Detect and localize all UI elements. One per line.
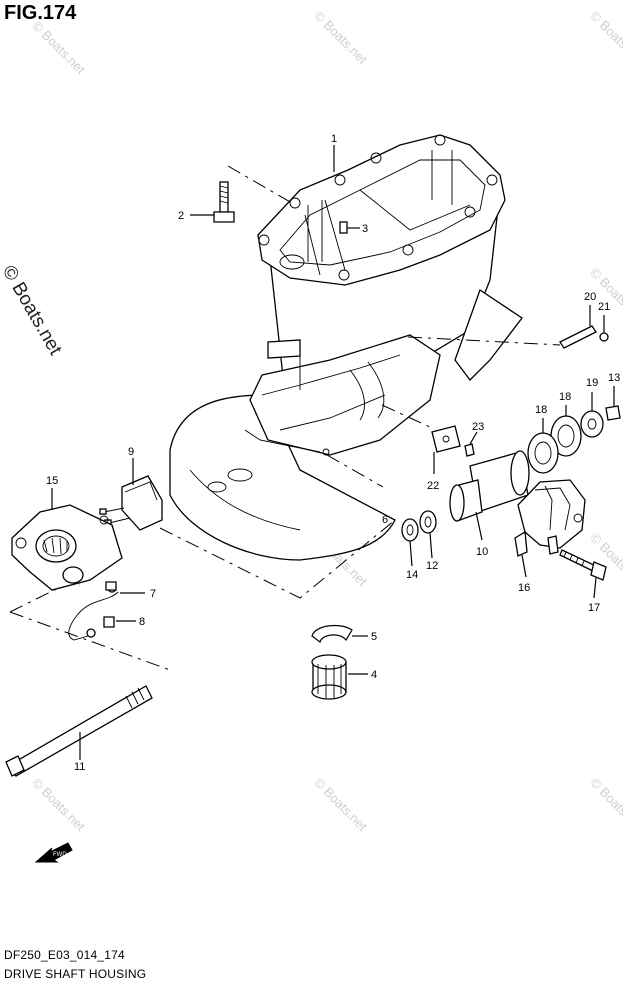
clamp-part-15 [11,504,123,591]
callout-2: 2 [178,210,184,222]
bolt-part-2 [213,181,235,223]
callout-3: 3 [362,223,368,235]
mount-cover-part-16 [514,479,586,557]
screw-part-7 [105,581,117,591]
callout-9: 9 [128,446,134,458]
callout-1: 1 [331,133,337,145]
fwd-arrow-icon: FWD [34,842,73,863]
figure-code: DF250_E03_014_174 [4,948,125,962]
plate-part-22 [431,425,461,453]
callout-6: 6 [382,514,388,526]
mount-rubber-part-10 [449,450,530,522]
nut-part-13 [605,405,621,421]
washer-part-14 [401,518,419,542]
callout-10: 10 [476,546,488,558]
callout-4: 4 [371,669,377,681]
stud-bolt-part-11 [5,685,153,777]
callout-21: 21 [598,301,610,313]
cushion-part-18b [527,432,559,474]
callout-14: 14 [406,569,418,581]
callout-8: 8 [139,616,145,628]
callout-13: 13 [608,372,620,384]
bolt-part-17 [559,549,607,581]
callout-16: 16 [518,582,530,594]
callout-20: 20 [584,291,596,303]
circlip-part-5 [311,624,353,644]
washer-part-19 [580,410,604,438]
screw-part-21 [599,332,609,342]
washer-part-12 [419,510,437,534]
callout-17: 17 [588,602,600,614]
screw-part-23 [464,443,475,457]
figure-caption: DRIVE SHAFT HOUSING [4,967,147,981]
bush-part-4 [311,654,347,700]
screw-part-8 [103,616,115,628]
bracket-part-20 [559,325,597,349]
callout-18b: 18 [559,391,571,403]
fwd-label: FWD [53,852,67,858]
callout-15: 15 [46,475,58,487]
figure-title: FIG.174 [4,2,77,24]
callout-11: 11 [74,761,85,773]
callout-5: 5 [371,631,377,643]
callout-23: 23 [472,421,484,433]
sensor-part-9 [99,475,163,531]
callout-18a: 18 [535,404,547,416]
callout-7: 7 [150,588,156,600]
callout-19: 19 [586,377,598,389]
ground-wire [68,583,119,641]
callout-12: 12 [426,560,438,572]
dowel-pin-part-3 [339,221,348,234]
callout-22: 22 [427,480,439,492]
